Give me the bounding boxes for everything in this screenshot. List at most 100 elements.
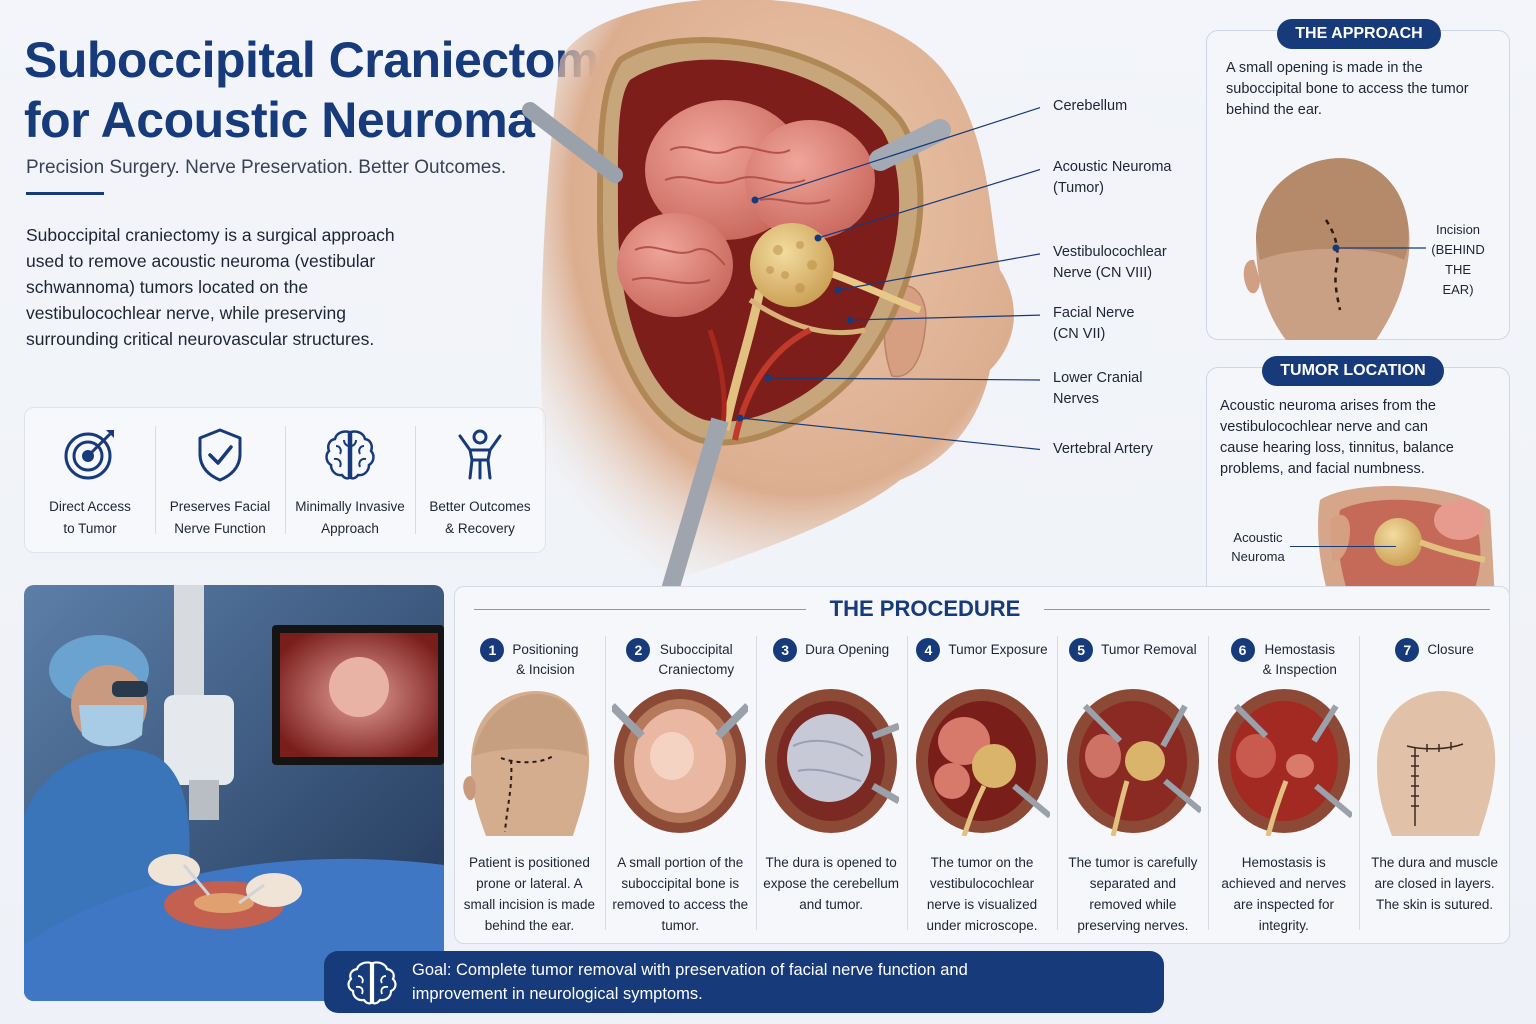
procedure-rule-right xyxy=(1044,609,1490,610)
step-illustration-head-incision xyxy=(463,691,590,836)
benefit-preserves-facial: Preserves Facial Nerve Function xyxy=(155,408,285,552)
tumor-location-text: Acoustic neuroma arises from the vestibu… xyxy=(1220,398,1454,477)
page-title: Suboccipital Craniectomy for Acoustic Ne… xyxy=(24,30,644,150)
label-vestibulocochlear-nerve: Vestibulocochlear Nerve (CN VIII) xyxy=(1053,242,1167,284)
label-line: Vertebral Artery xyxy=(1053,441,1153,457)
benefit-minimally-invasive: Minimally Invasive Approach xyxy=(285,408,415,552)
label-line: Nerves xyxy=(1053,391,1099,407)
goal-banner: Goal: Complete tumor removal with preser… xyxy=(324,951,1164,1013)
shield-check-icon xyxy=(198,428,242,482)
benefit-label-line2: Approach xyxy=(321,521,379,536)
neuroma-label-line: Acoustic xyxy=(1233,530,1283,545)
step-description: The tumor is carefully separated and rem… xyxy=(1068,855,1198,933)
step-title-line: & Incision xyxy=(516,662,575,677)
benefit-label-line1: Better Outcomes xyxy=(429,499,531,514)
label-line: (CN VII) xyxy=(1053,326,1106,342)
step-title-line: Suboccipital xyxy=(659,642,733,657)
title-line-1: Suboccipital Craniectomy xyxy=(24,32,627,88)
procedure-step: 7 Closure The dura and muscle are closed … xyxy=(1359,630,1510,944)
step-title-line: Closure xyxy=(1427,642,1474,657)
goal-text: Goal: Complete tumor removal with preser… xyxy=(412,961,968,1003)
step-title-line: & Inspection xyxy=(1262,662,1337,677)
label-line: Cerebellum xyxy=(1053,98,1128,114)
label-line: (Tumor) xyxy=(1053,180,1105,196)
step-title: Closure xyxy=(1427,638,1474,660)
label-line: Nerve (CN VIII) xyxy=(1053,265,1153,281)
step-illustration-hemostasis xyxy=(1217,689,1352,836)
step-description: The dura and muscle are closed in layers… xyxy=(1371,855,1498,912)
label-acoustic-neuroma: Acoustic Neuroma (Tumor) xyxy=(1053,157,1171,199)
step-description: Hemostasis is achieved and nerves are in… xyxy=(1221,855,1347,933)
tumor-location-heading: TUMOR LOCATION xyxy=(1262,356,1444,386)
step-description: The tumor on the vestibulocochlear nerve… xyxy=(926,855,1038,933)
benefit-label-line2: Nerve Function xyxy=(174,521,266,536)
incision-label: Incision (BEHIND THE EAR) xyxy=(1428,220,1488,300)
step-illustration-craniectomy xyxy=(612,689,749,833)
approach-text: A small opening is made in the suboccipi… xyxy=(1226,60,1469,118)
benefit-label-line1: Preserves Facial xyxy=(169,499,271,514)
intro-paragraph: Suboccipital craniectomy is a surgical a… xyxy=(26,225,395,349)
label-line: Acoustic Neuroma xyxy=(1053,159,1172,175)
label-line: Lower Cranial xyxy=(1053,370,1143,386)
label-facial-nerve: Facial Nerve (CN VII) xyxy=(1053,303,1134,345)
step-title-line: Dura Opening xyxy=(805,642,890,657)
procedure-heading: THE PROCEDURE xyxy=(829,596,1021,621)
step-description: The dura is opened to expose the cerebel… xyxy=(763,855,900,912)
step-number: 5 xyxy=(1069,638,1094,662)
brain-icon xyxy=(347,961,397,1005)
neuroma-label-line: Neuroma xyxy=(1231,549,1285,564)
procedure-rule-left xyxy=(474,609,806,610)
title-line-2: for Acoustic Neuroma xyxy=(24,92,535,148)
step-illustration-tumor-removal xyxy=(1066,689,1201,836)
benefit-label-line1: Direct Access xyxy=(49,499,131,514)
procedure-step: 5 Tumor Removal The tumor is carefully se… xyxy=(1057,630,1208,944)
procedure-step: 4 Tumor Exposure The tumor on the vestibu… xyxy=(906,630,1058,944)
incision-line: Incision xyxy=(1435,222,1481,237)
page-subtitle: Precision Surgery. Nerve Preservation. B… xyxy=(26,157,507,178)
operating-room-photo xyxy=(24,585,444,1001)
step-illustration-tumor-exposure xyxy=(916,689,1050,836)
step-illustration-closure xyxy=(1376,691,1495,836)
step-title: Tumor Exposure xyxy=(948,638,1047,660)
step-title-line: Tumor Removal xyxy=(1101,642,1197,657)
step-title: Hemostasis & Inspection xyxy=(1263,638,1337,680)
step-title-line: Positioning xyxy=(512,642,579,657)
step-number: 3 xyxy=(773,638,798,662)
acoustic-neuroma-label: Acoustic Neuroma xyxy=(1226,528,1290,566)
benefit-label-line2: & Recovery xyxy=(445,521,515,536)
benefit-label-line2: to Tumor xyxy=(63,521,117,536)
step-description: A small portion of the suboccipital bone… xyxy=(612,855,749,933)
label-cerebellum: Cerebellum xyxy=(1053,96,1127,117)
anatomy-illustration xyxy=(522,0,1040,590)
procedure-step: 3 Dura Opening The dura is opened to expo… xyxy=(755,630,907,944)
incision-line: THE EAR) xyxy=(1442,262,1474,297)
title-divider xyxy=(26,192,104,195)
head-back-illustration xyxy=(1243,158,1426,340)
step-title: Positioning & Incision xyxy=(512,638,578,680)
label-lower-cranial-nerves: Lower Cranial Nerves xyxy=(1053,368,1142,410)
approach-heading: THE APPROACH xyxy=(1277,19,1441,49)
neuroma-leader-line xyxy=(1290,546,1396,548)
benefit-label-line1: Minimally Invasive xyxy=(295,499,405,514)
step-title-line: Craniectomy xyxy=(658,662,735,677)
benefit-direct-access: Direct Access to Tumor xyxy=(25,408,155,552)
step-number: 1 xyxy=(480,638,505,662)
incision-line: (BEHIND xyxy=(1431,242,1485,257)
step-number: 7 xyxy=(1395,638,1420,662)
benefit-better-outcomes: Better Outcomes & Recovery xyxy=(415,408,545,552)
step-title: Tumor Removal xyxy=(1101,638,1197,660)
step-illustration-dura-opening xyxy=(765,689,900,833)
label-line: Vestibulocochlear xyxy=(1053,244,1167,260)
benefits-panel: Direct Access to Tumor Preserves Facial … xyxy=(24,407,546,553)
step-title-line: Hemostasis xyxy=(1264,642,1335,657)
target-icon xyxy=(64,430,114,480)
tumor-location-illustration xyxy=(1318,486,1495,600)
person-raised-arms-icon xyxy=(458,429,502,480)
step-number: 4 xyxy=(916,638,941,662)
label-vertebral-artery: Vertebral Artery xyxy=(1053,439,1153,460)
